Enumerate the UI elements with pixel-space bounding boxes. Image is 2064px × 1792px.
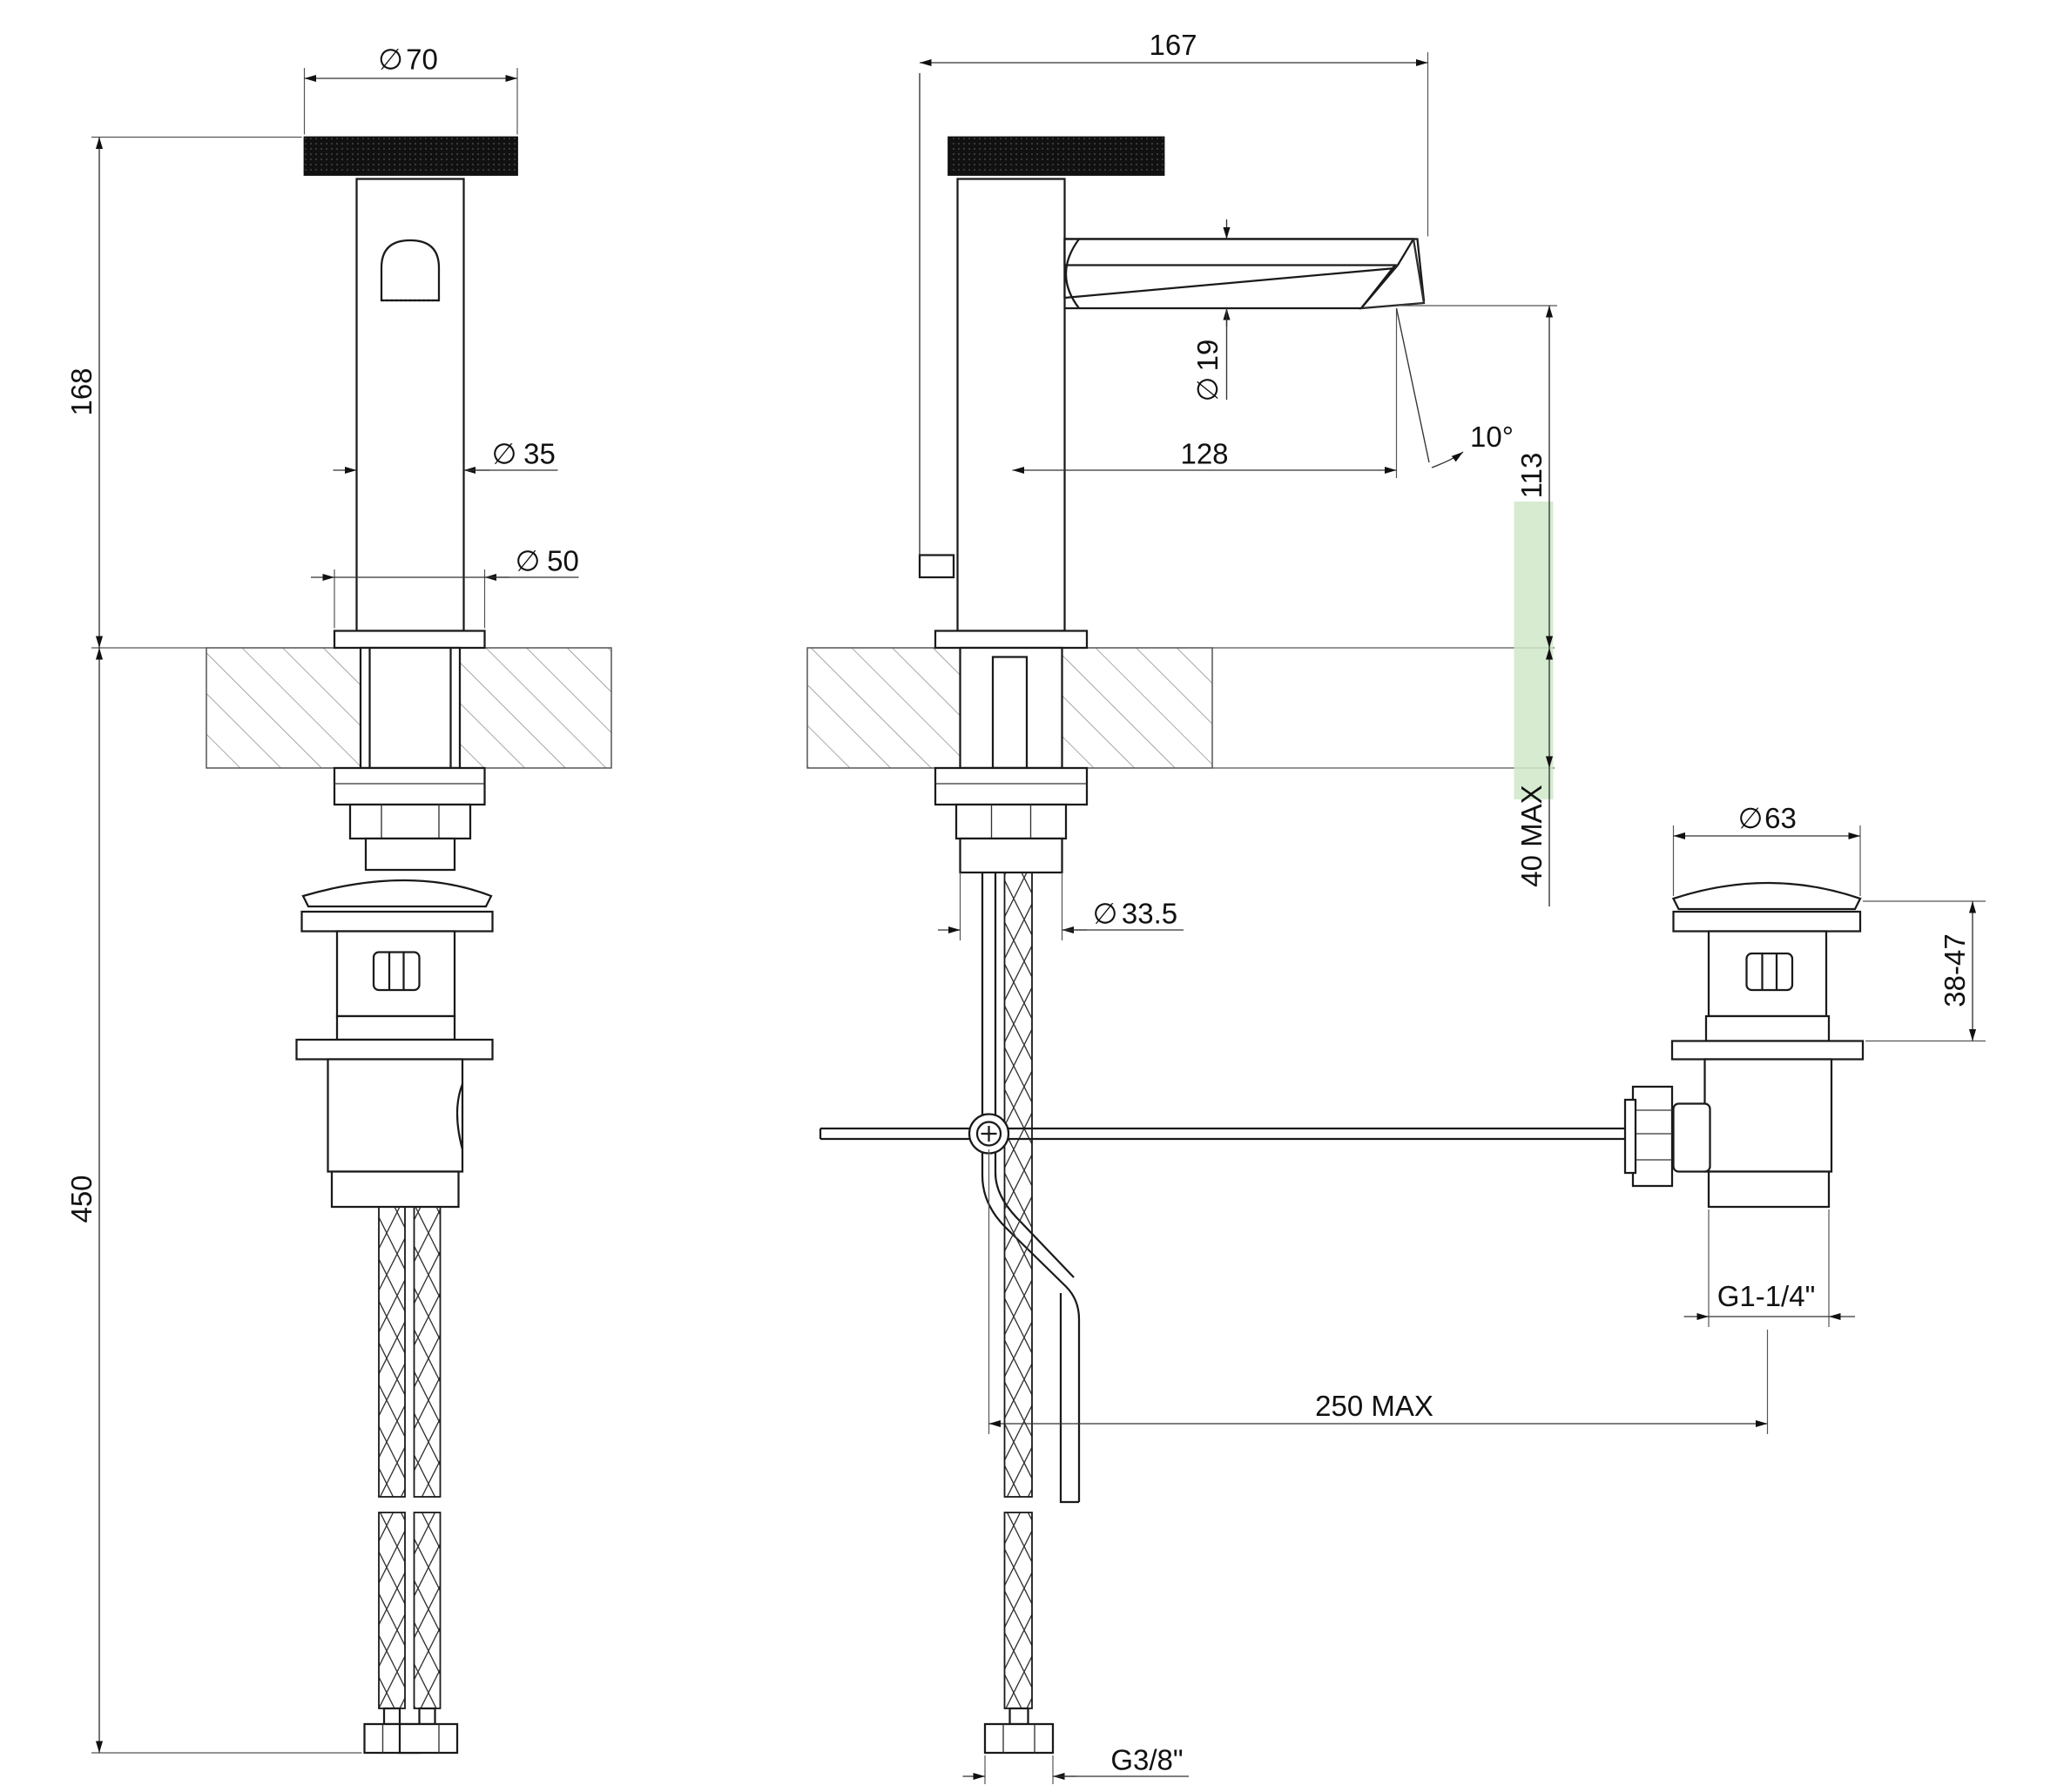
deck-thickness-highlight	[1514, 502, 1554, 799]
dim-max-rod-length: 250 MAX	[988, 1149, 1769, 1434]
diameter-symbol: ∅	[516, 545, 541, 577]
base-diameter-label: 50	[547, 545, 579, 577]
max-rod-length-label: 250 MAX	[1315, 1390, 1433, 1422]
dim-plug-height-range: 38-47	[1863, 900, 1986, 1042]
dim-overall-projection: 167	[920, 29, 1429, 237]
dim-spout-reach: 128	[1012, 308, 1398, 478]
diameter-symbol: ∅	[1191, 377, 1224, 402]
dim-waste-thread: G1-1/4"	[1683, 1209, 1855, 1327]
height-above-deck-label: 168	[65, 367, 98, 415]
spout-diameter-label: 19	[1191, 340, 1224, 372]
handle-front	[303, 136, 518, 176]
dim-height-above-deck: 168	[65, 136, 302, 648]
max-deck-thickness-label: 40 MAX	[1515, 785, 1548, 886]
dim-plug-diameter: ∅ 63	[1672, 802, 1861, 896]
overall-projection-label: 167	[1149, 29, 1197, 61]
dim-top-diameter: ∅ 70	[303, 44, 518, 135]
shank-diameter-label: 33.5	[1122, 898, 1177, 930]
plug-diameter-label: 63	[1764, 802, 1797, 834]
dim-spout-clearance: 113	[1400, 305, 1557, 648]
plug-height-range-label: 38-47	[1939, 933, 1971, 1007]
dim-shank-diameter: ∅ 33.5	[938, 872, 1184, 940]
supply-hose-front-left	[378, 1206, 406, 1498]
dim-spout-diameter: 19 ∅	[1191, 219, 1231, 402]
waste-thread-label: G1-1/4"	[1717, 1280, 1816, 1312]
diameter-symbol: ∅	[1093, 898, 1118, 930]
dim-supply-connection: G3/8"	[962, 1744, 1189, 1784]
tap-base-front	[333, 630, 486, 650]
dim-max-deck-thickness: 40 MAX	[1515, 648, 1554, 906]
handle-side	[948, 136, 1165, 176]
dim-spout-angle: 10°	[1395, 307, 1514, 468]
waste-view: ∅ 63 38-47 G1-1/4"	[1623, 802, 1986, 1327]
supply-hose-side	[1003, 872, 1033, 1498]
waste-body	[1703, 1058, 1833, 1173]
aerator-front	[380, 239, 441, 302]
spout-clearance-label: 113	[1515, 453, 1548, 499]
diameter-symbol: ∅	[378, 44, 403, 76]
supply-connection-label: G3/8"	[1110, 1744, 1183, 1776]
tap-base-side	[934, 630, 1089, 650]
dim-height-below-deck: 450	[65, 648, 362, 1754]
tap-body-front	[355, 178, 465, 632]
top-diameter-label: 70	[406, 44, 438, 76]
dim-body-diameter: ∅ 35	[333, 438, 558, 475]
spout-reach-label: 128	[1180, 438, 1228, 470]
front-view: ∅ 70 168 ∅ 35 ∅ 50	[65, 44, 612, 1755]
body-diameter-label: 35	[523, 438, 556, 470]
height-below-deck-label: 450	[65, 1175, 98, 1223]
waste-plug	[1671, 881, 1862, 911]
diameter-symbol: ∅	[1738, 802, 1764, 834]
spout-angle-label: 10°	[1470, 421, 1514, 453]
tap-body-side	[956, 178, 1066, 632]
supply-hose-front-right	[413, 1206, 442, 1498]
diameter-symbol: ∅	[492, 438, 517, 470]
dim-base-diameter: ∅ 50	[311, 545, 579, 629]
side-view: 167 19 ∅ 128 10° 113	[806, 29, 1769, 1784]
